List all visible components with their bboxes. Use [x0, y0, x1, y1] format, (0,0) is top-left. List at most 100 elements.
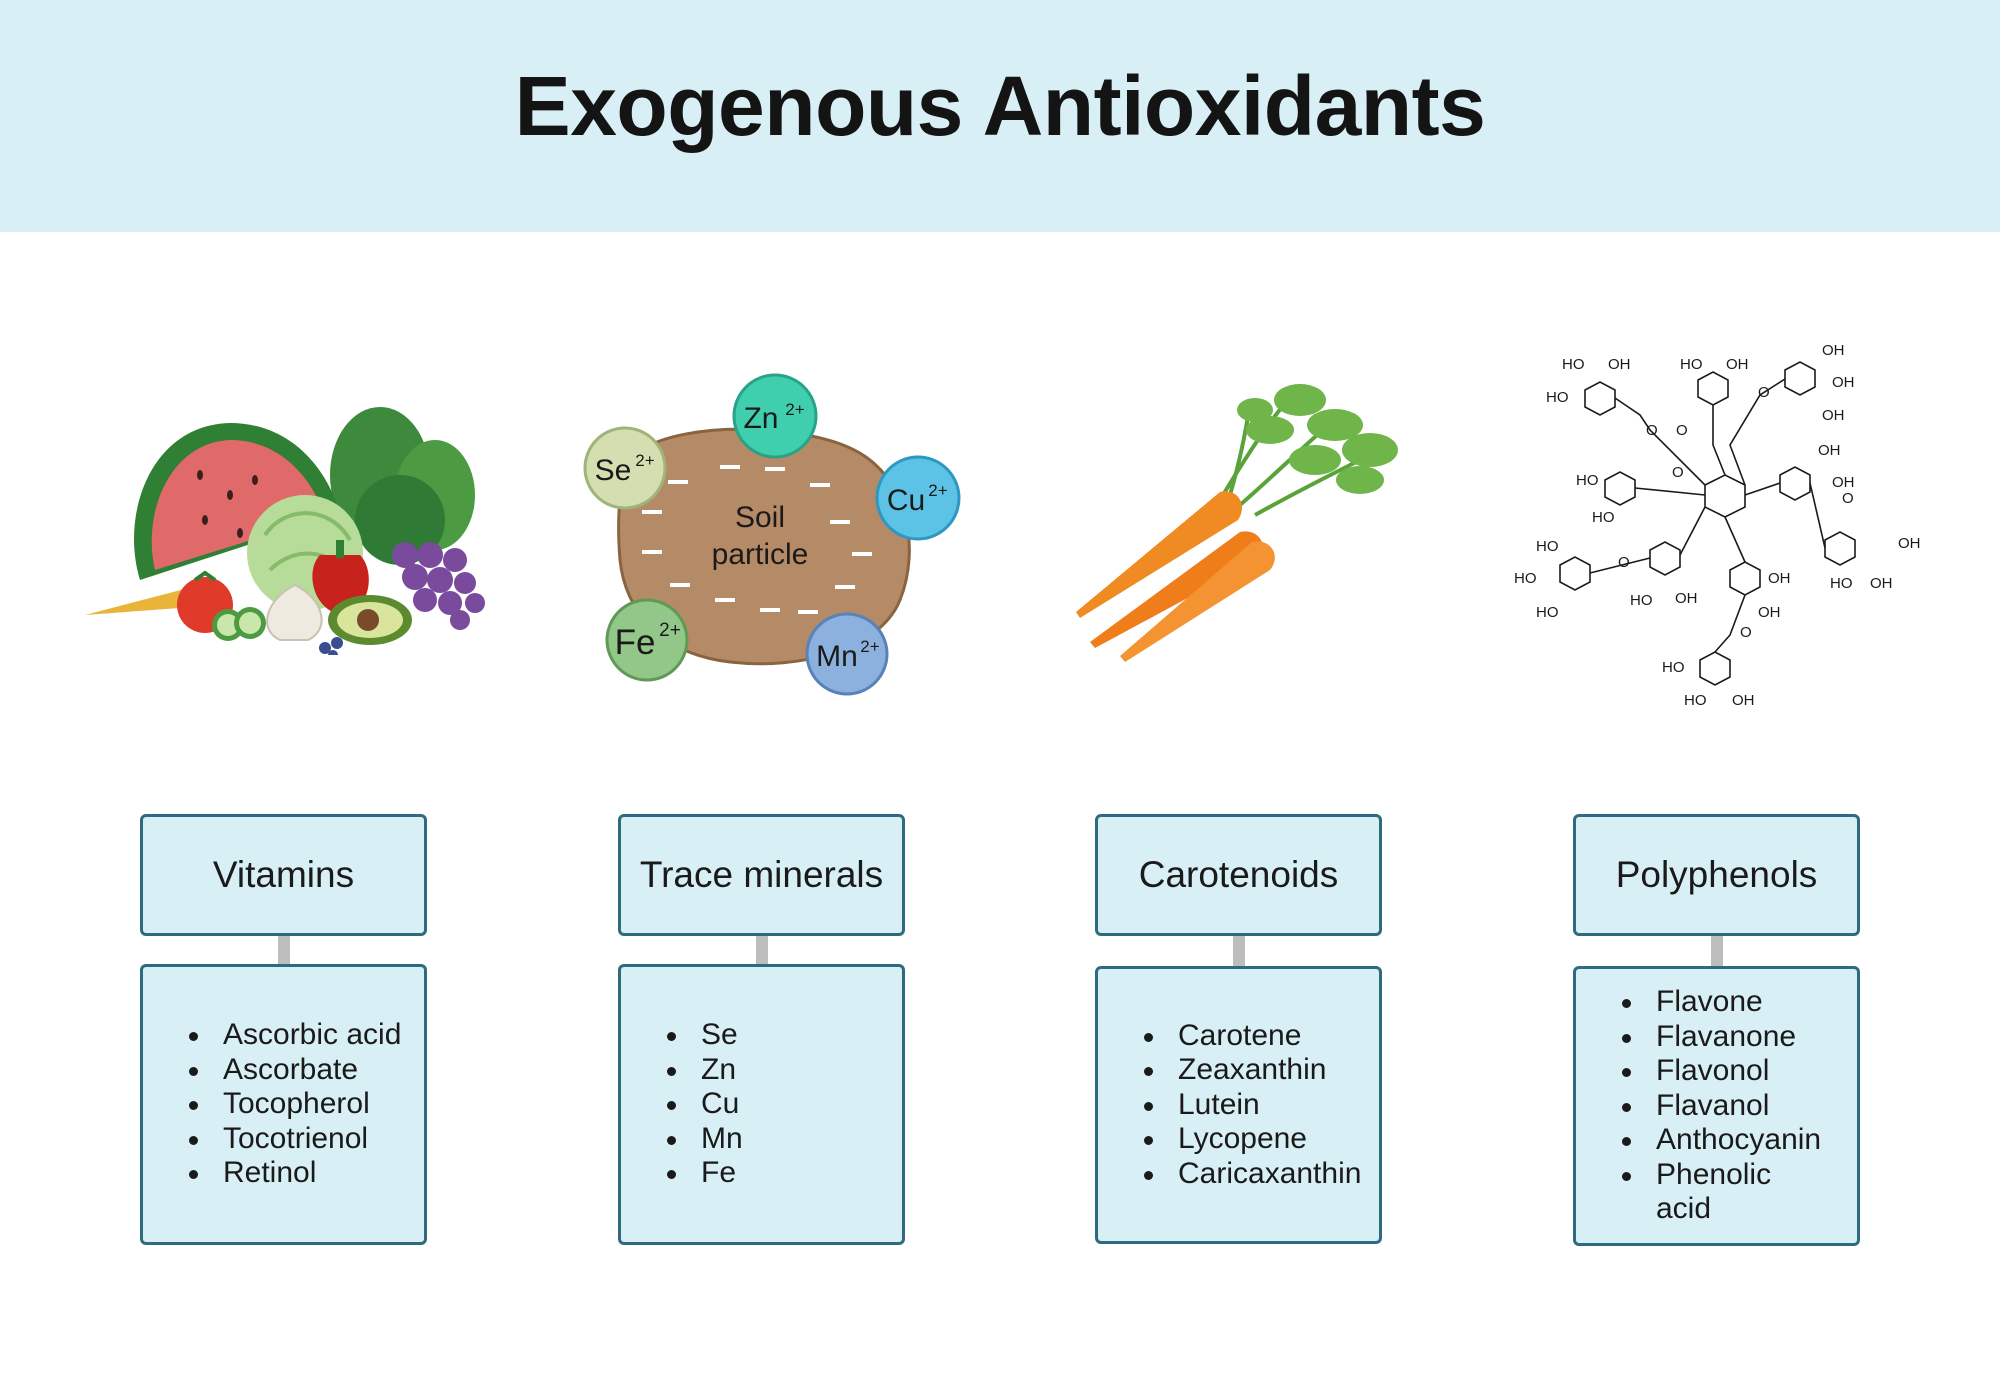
- svg-text:OH: OH: [1608, 356, 1631, 373]
- svg-text:OH: OH: [1832, 374, 1855, 391]
- cucumber-icon: [212, 607, 266, 641]
- carrot-icon: [1120, 541, 1275, 662]
- grapes-icon: [392, 542, 485, 630]
- se-ion: [583, 426, 667, 510]
- blueberries-icon: [319, 637, 343, 655]
- zn-charge: 2+: [785, 400, 804, 419]
- svg-text:O: O: [1618, 554, 1630, 571]
- soil-particle-illustration: Soil particle Zn 2+ Se 2+ Cu 2+ Fe 2+ Mn…: [583, 373, 961, 696]
- svg-text:HO: HO: [1536, 538, 1559, 555]
- negative-charge-marks: [642, 465, 872, 614]
- fe-symbol: Fe: [615, 623, 656, 662]
- mn-charge: 2+: [860, 637, 879, 656]
- svg-text:HO: HO: [1662, 659, 1685, 676]
- svg-text:OH: OH: [1675, 590, 1698, 607]
- svg-text:OH: OH: [1726, 356, 1749, 373]
- cu-charge: 2+: [928, 481, 947, 500]
- carrot-icon: [1076, 491, 1242, 618]
- list-item: Lutein: [1144, 1088, 1361, 1123]
- svg-text:HO: HO: [1536, 604, 1559, 621]
- list-item: Tocotrienol: [189, 1122, 409, 1157]
- trace-minerals-list-box: Se Zn Cu Mn Fe: [618, 964, 905, 1245]
- carrot-leaves: [1237, 384, 1398, 494]
- list-item: Flavanol: [1622, 1089, 1832, 1124]
- chemical-labels: HO OH HO O HO OH O OH OH OH O HO HO O OH…: [1514, 342, 1921, 709]
- vitamins-list-box: Ascorbic acid Ascorbate Tocopherol Tocot…: [140, 964, 427, 1245]
- vitamins-list: Ascorbic acid Ascorbate Tocopherol Tocot…: [189, 1018, 409, 1191]
- chemical-bonds: [1559, 361, 1856, 686]
- svg-text:O: O: [1758, 384, 1770, 401]
- svg-text:HO: HO: [1680, 356, 1703, 373]
- svg-text:HO: HO: [1592, 509, 1615, 526]
- svg-text:HO: HO: [1684, 692, 1707, 709]
- connector: [278, 936, 290, 966]
- carrots-illustration: [1076, 383, 1398, 662]
- list-item: Flavonol: [1622, 1054, 1832, 1089]
- trace-minerals-list: Se Zn Cu Mn Fe: [667, 1018, 743, 1191]
- list-item: Mn: [667, 1122, 743, 1157]
- connector: [756, 936, 768, 966]
- svg-text:OH: OH: [1818, 442, 1841, 459]
- svg-text:OH: OH: [1870, 575, 1893, 592]
- carotenoids-list: Carotene Zeaxanthin Lutein Lycopene Cari…: [1144, 1019, 1361, 1192]
- svg-text:O: O: [1676, 422, 1688, 439]
- svg-text:O: O: [1740, 624, 1752, 641]
- polyphenol-structure-illustration: HO OH HO O HO OH O OH OH OH O HO HO O OH…: [1514, 342, 1921, 709]
- cu-symbol: Cu: [887, 484, 925, 517]
- connector: [1711, 936, 1723, 966]
- list-item: Zeaxanthin: [1144, 1053, 1361, 1088]
- soil-label-line2: particle: [712, 538, 809, 571]
- svg-text:O: O: [1842, 490, 1854, 507]
- list-item: Zn: [667, 1053, 743, 1088]
- header-banner: [0, 0, 2000, 232]
- se-charge: 2+: [635, 451, 654, 470]
- svg-text:HO: HO: [1630, 592, 1653, 609]
- fruits-vegetables-illustration: [85, 407, 485, 655]
- list-item: Cu: [667, 1087, 743, 1122]
- leafy-green-leaf: [355, 475, 445, 565]
- svg-text:OH: OH: [1758, 604, 1781, 621]
- list-item: Phenolic acid: [1622, 1158, 1832, 1227]
- list-item: Fe: [667, 1156, 743, 1191]
- svg-text:HO: HO: [1546, 389, 1569, 406]
- svg-text:OH: OH: [1732, 692, 1755, 709]
- polyphenols-list-box: Flavone Flavanone Flavonol Flavanol Anth…: [1573, 966, 1860, 1246]
- list-item: Ascorbate: [189, 1053, 409, 1088]
- svg-text:HO: HO: [1830, 575, 1853, 592]
- list-item: Flavone: [1622, 985, 1832, 1020]
- watermelon-flesh: [151, 440, 325, 570]
- list-item: Anthocyanin: [1622, 1123, 1832, 1158]
- list-item: Tocopherol: [189, 1087, 409, 1122]
- se-symbol: Se: [595, 454, 632, 487]
- carrot-icon: [1090, 531, 1263, 648]
- svg-text:OH: OH: [1832, 474, 1855, 491]
- mn-symbol: Mn: [816, 640, 858, 673]
- svg-text:OH: OH: [1768, 570, 1791, 587]
- svg-text:OH: OH: [1822, 342, 1845, 359]
- category-vitamins: Vitamins: [140, 814, 427, 936]
- connector: [1233, 936, 1245, 966]
- svg-text:O: O: [1672, 464, 1684, 481]
- svg-text:HO: HO: [1576, 472, 1599, 489]
- list-item: Caricaxanthin: [1144, 1157, 1361, 1192]
- list-item: Ascorbic acid: [189, 1018, 409, 1053]
- list-item: Flavanone: [1622, 1020, 1832, 1055]
- list-item: Carotene: [1144, 1019, 1361, 1054]
- garlic-icon: [266, 583, 323, 641]
- zn-ion: [732, 373, 818, 459]
- page-title: Exogenous Antioxidants: [514, 59, 1486, 153]
- list-item: Retinol: [189, 1156, 409, 1191]
- svg-text:HO: HO: [1562, 356, 1585, 373]
- category-carotenoids: Carotenoids: [1095, 814, 1382, 936]
- svg-text:OH: OH: [1898, 535, 1921, 552]
- list-item: Lycopene: [1144, 1122, 1361, 1157]
- fe-ion: [605, 598, 689, 682]
- list-item: Se: [667, 1018, 743, 1053]
- svg-text:O: O: [1646, 422, 1658, 439]
- category-trace-minerals: Trace minerals: [618, 814, 905, 936]
- mn-ion: [805, 612, 889, 696]
- polyphenols-list: Flavone Flavanone Flavonol Flavanol Anth…: [1622, 985, 1832, 1227]
- category-polyphenols: Polyphenols: [1573, 814, 1860, 936]
- svg-text:HO: HO: [1514, 570, 1537, 587]
- cu-ion: [875, 455, 961, 541]
